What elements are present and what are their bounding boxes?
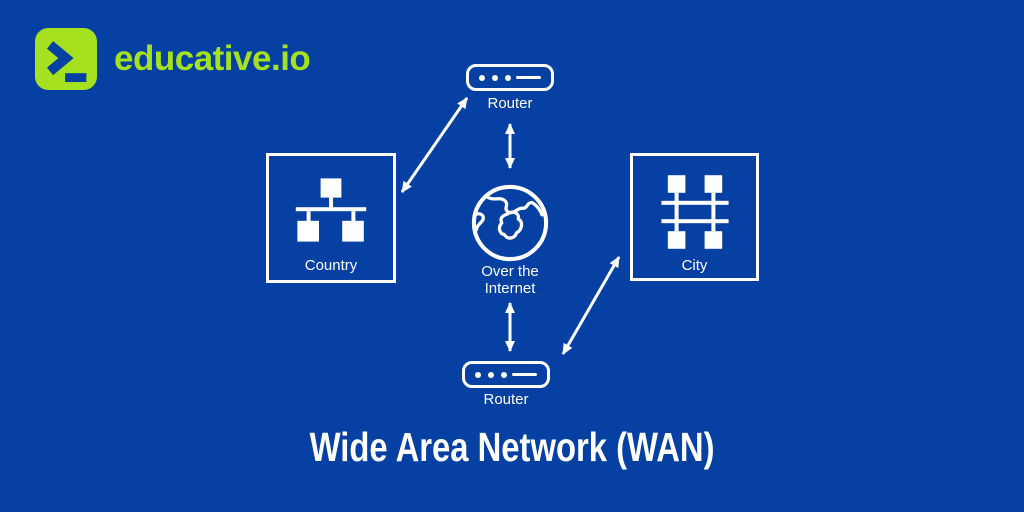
arrow-router-bottom-city — [561, 256, 621, 355]
terminal-prompt-icon — [35, 28, 97, 90]
router-top-icon — [466, 64, 554, 91]
globe-icon — [471, 184, 549, 262]
city-node: City — [630, 153, 759, 281]
internet-label-line2: Internet — [484, 280, 536, 297]
lan-tree-icon — [295, 178, 367, 242]
router-bottom-label: Router — [483, 391, 529, 408]
lan-grid-icon — [660, 175, 729, 249]
educative-logo: educative.io — [35, 28, 311, 90]
logo-text: educative.io — [114, 39, 311, 78]
router-leds — [475, 371, 507, 378]
internet-label-line1: Over the — [481, 263, 539, 280]
router-slot — [512, 373, 537, 376]
diagram-title: Wide Area Network (WAN) — [309, 424, 715, 470]
router-bottom-icon — [462, 361, 550, 388]
city-label: City — [681, 257, 708, 274]
internet-label: Over the Internet — [460, 263, 560, 297]
country-node: Country — [266, 153, 396, 283]
arrow-country-router-top — [400, 97, 469, 193]
router-top-label: Router — [487, 95, 533, 112]
router-leds — [479, 74, 511, 81]
router-slot — [516, 76, 541, 79]
country-label: Country — [304, 257, 358, 274]
diagram-title-wrap: Wide Area Network (WAN) — [0, 424, 1024, 471]
